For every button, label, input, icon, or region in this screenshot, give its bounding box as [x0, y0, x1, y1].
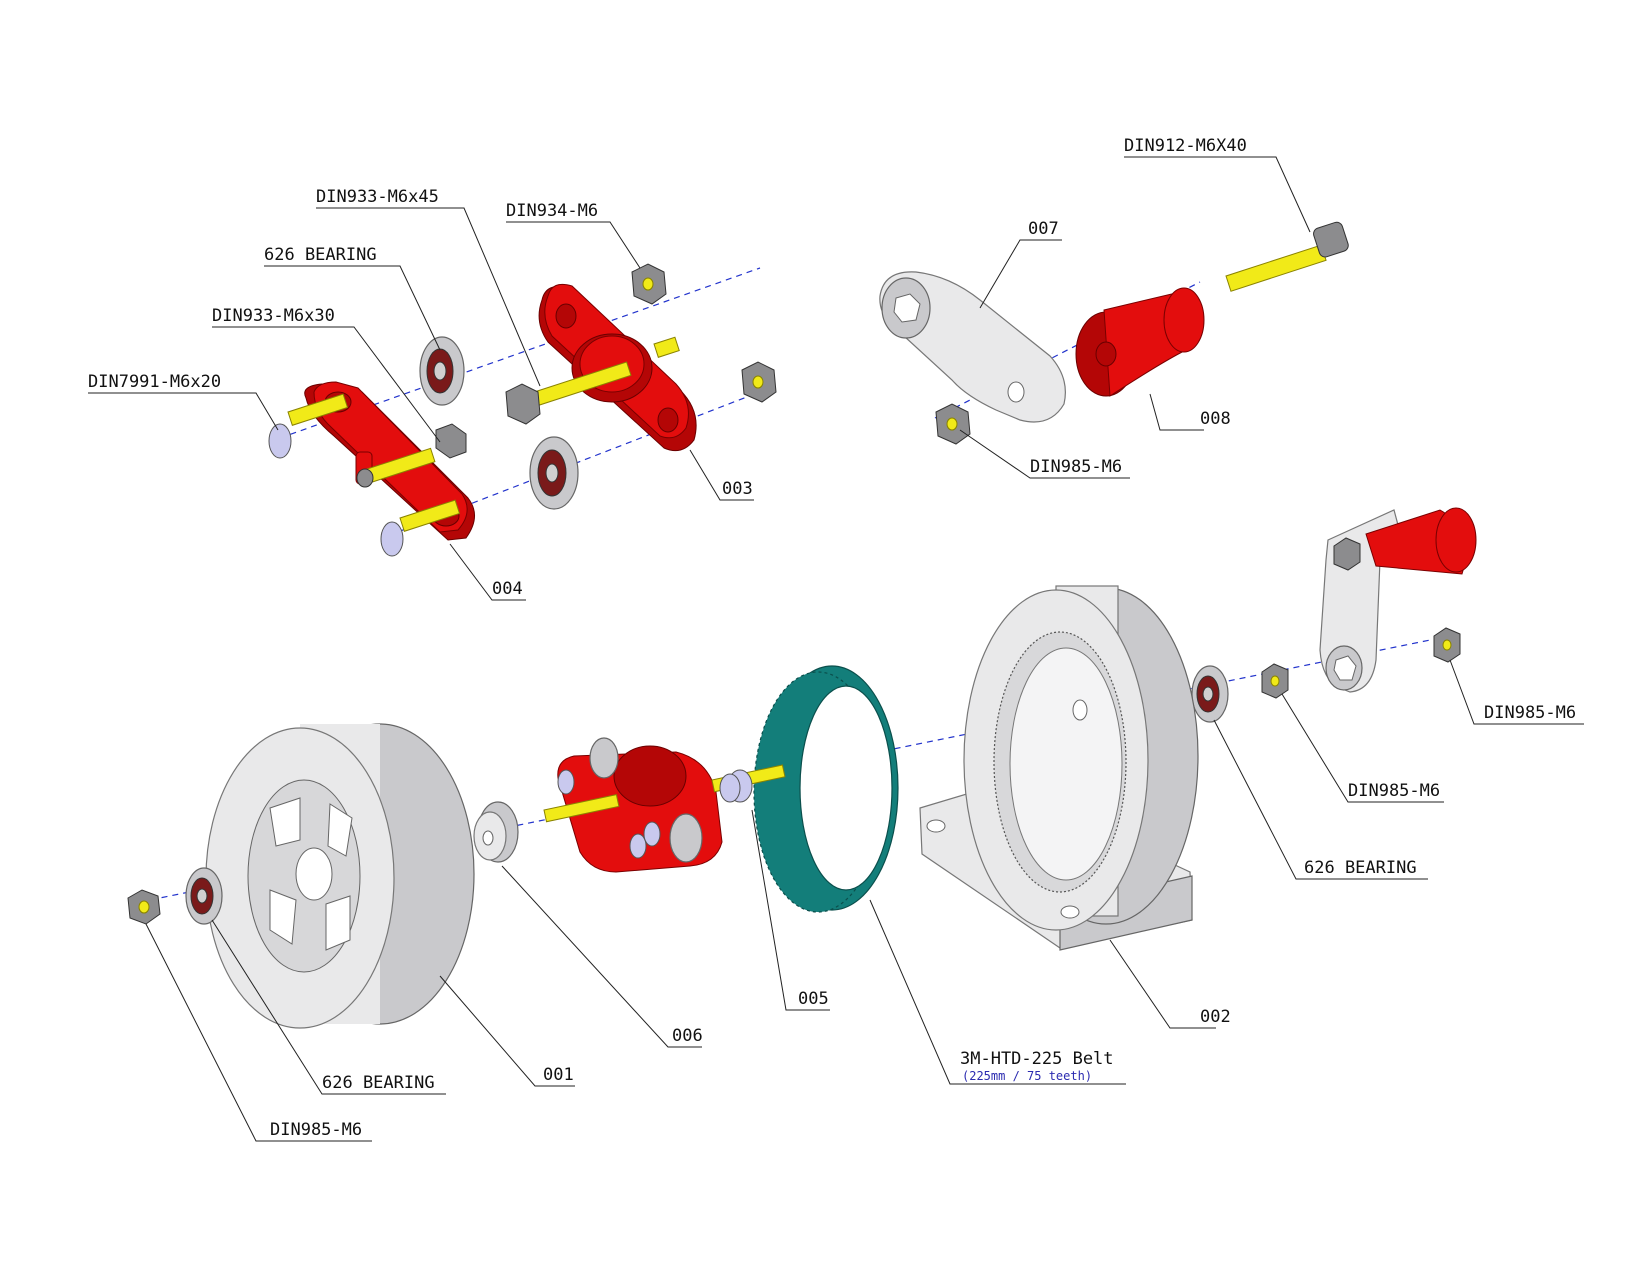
label-part-006: 006 [672, 1026, 703, 1046]
label-din933-m6x30: DIN933-M6x30 [212, 306, 335, 326]
label-part-002: 002 [1200, 1007, 1231, 1027]
left-bearing-and-nut [127, 867, 223, 925]
right-side-bearing-and-nuts [1191, 627, 1461, 723]
label-din985-m6-right: DIN985-M6 [1484, 703, 1576, 723]
part-001-wheel [205, 723, 475, 1029]
part-002-ring-gear-housing [919, 585, 1199, 951]
din912-m6x40-bolt [1225, 221, 1349, 292]
label-part-005: 005 [798, 989, 829, 1009]
626-bearings-top-assembly [419, 336, 579, 510]
label-din934-m6: DIN934-M6 [506, 201, 598, 221]
part-007-crank-arm [879, 271, 1066, 423]
assembled-crank-right [1319, 507, 1477, 693]
din985-m6-top-nut [935, 403, 971, 445]
din934-m6-nuts [631, 263, 777, 403]
din933-m6x30-bolt [356, 423, 467, 488]
label-din933-m6x45: DIN933-M6x45 [316, 187, 439, 207]
label-626-bearing-top: 626 BEARING [264, 245, 377, 265]
din7991-countersunk-screws [268, 393, 461, 557]
label-belt-note: (225mm / 75 teeth) [962, 1069, 1092, 1083]
label-part-004: 004 [492, 579, 523, 599]
part-005-spacer [719, 769, 753, 803]
part-006-pulley [473, 801, 519, 863]
label-din985-m6-top: DIN985-M6 [1030, 457, 1122, 477]
htd-belt [753, 665, 899, 913]
label-part-008: 008 [1200, 409, 1231, 429]
part-008-crank-grip [1075, 287, 1205, 397]
callout-labels: DIN7991-M6x20 DIN933-M6x30 626 BEARING D… [88, 136, 1576, 1140]
label-part-007: 007 [1028, 219, 1059, 239]
label-626-bearing-left: 626 BEARING [322, 1073, 435, 1093]
label-din985-m6-left: DIN985-M6 [270, 1120, 362, 1140]
leader-lines [88, 156, 1584, 1142]
planet-carrier-assembled [543, 737, 786, 873]
label-626-bearing-right: 626 BEARING [1304, 858, 1417, 878]
label-din985-m6-mid: DIN985-M6 [1348, 781, 1440, 801]
din933-m6x45-bolt [505, 336, 680, 425]
label-part-001: 001 [543, 1065, 574, 1085]
label-part-003: 003 [722, 479, 753, 499]
label-din7991-m6x20: DIN7991-M6x20 [88, 372, 221, 392]
label-belt: 3M-HTD-225 Belt [960, 1049, 1114, 1069]
label-din912-m6x40: DIN912-M6X40 [1124, 136, 1247, 156]
